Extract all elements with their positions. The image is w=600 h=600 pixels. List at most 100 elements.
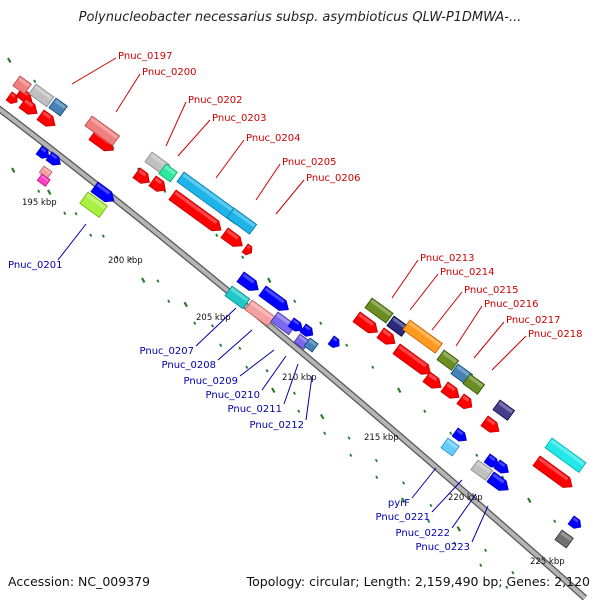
leader-line — [431, 291, 463, 331]
gene-feature — [241, 243, 253, 256]
gene-label-forward: Pnuc_0203 — [212, 113, 266, 124]
leader-line — [217, 329, 253, 361]
gene-feature — [36, 173, 51, 187]
gene-feature — [492, 399, 516, 421]
gene-label-reverse: Pnuc_0223 — [416, 542, 470, 553]
tick-mark — [349, 453, 353, 457]
leader-line — [455, 305, 483, 347]
gene-feature — [224, 285, 251, 310]
tick-mark — [47, 189, 52, 196]
leader-line — [165, 101, 187, 147]
tick-mark — [320, 413, 325, 420]
tick-label: 220 kbp — [448, 493, 483, 503]
gene-feature — [440, 437, 460, 457]
tick-mark — [501, 475, 505, 479]
tick-mark — [505, 585, 509, 589]
tick-mark — [479, 563, 483, 567]
tick-mark — [241, 255, 245, 259]
leader-line — [491, 335, 527, 371]
gene-feature — [168, 189, 222, 232]
tick-mark — [375, 475, 379, 479]
tick-mark — [427, 519, 431, 523]
gene-features — [5, 75, 587, 549]
gene-feature — [244, 299, 276, 327]
gene-label-reverse: Pnuc_0208 — [162, 360, 216, 371]
backbone — [0, 105, 588, 600]
gene-feature — [392, 343, 431, 375]
leader-line — [239, 349, 275, 377]
leader-line — [431, 479, 463, 513]
gene-feature — [287, 317, 303, 332]
gene-labels: Pnuc_0197Pnuc_0200Pnuc_0202Pnuc_0203Pnuc… — [8, 51, 582, 553]
gene-feature — [386, 315, 410, 337]
tick-mark — [345, 343, 349, 347]
gene-feature — [486, 471, 509, 491]
tick-label: 195 kbp — [22, 198, 57, 208]
tick-mark — [141, 277, 146, 284]
leader-line — [177, 119, 211, 157]
gene-feature — [364, 297, 394, 324]
gene-feature — [554, 529, 574, 549]
gene-label-reverse: Pnuc_0201 — [8, 260, 62, 271]
gene-feature — [132, 167, 150, 184]
tick-label: 205 kbp — [196, 313, 231, 323]
tick-mark — [323, 431, 327, 435]
tick-mark — [74, 211, 78, 216]
leader-line — [283, 363, 299, 405]
gene-feature — [493, 459, 509, 474]
gene-feature — [303, 337, 319, 353]
leader-line — [391, 259, 419, 299]
tick-mark — [115, 255, 119, 259]
gene-feature — [402, 319, 443, 354]
tick-mark — [484, 548, 488, 553]
tick-mark — [89, 233, 93, 237]
gene-label-reverse: Pnuc_0222 — [396, 528, 450, 539]
gene-label-reverse: Pnuc_0211 — [228, 404, 282, 415]
gene-feature — [84, 115, 121, 147]
gene-label-forward: Pnuc_0204 — [246, 133, 300, 144]
tick-mark — [267, 277, 272, 284]
gene-label-forward: Pnuc_0206 — [306, 173, 360, 184]
leader-line — [57, 223, 87, 261]
tick-mark — [397, 387, 402, 394]
leader-line — [115, 73, 141, 113]
gene-feature — [90, 181, 115, 203]
gene-feature — [352, 311, 379, 334]
gene-feature — [5, 91, 18, 105]
tick-mark — [101, 234, 105, 238]
gene-label-forward: Pnuc_0200 — [142, 67, 196, 78]
gene-label-reverse: Pnuc_0221 — [376, 512, 430, 523]
accession-text: Accession: NC_009379 — [8, 574, 151, 589]
tick-mark — [402, 481, 406, 485]
gene-feature — [462, 373, 486, 395]
gene-feature — [35, 145, 50, 159]
gene-feature — [48, 97, 68, 117]
tick-mark — [347, 436, 351, 440]
gene-feature — [299, 323, 314, 337]
tick-label: 210 kbp — [282, 373, 317, 383]
tick-mark — [453, 541, 457, 545]
gene-feature — [258, 285, 289, 311]
tick-mark — [183, 301, 188, 308]
gene-feature — [544, 437, 587, 473]
tick-mark — [401, 497, 406, 504]
gene-feature — [28, 83, 55, 108]
leader-line — [471, 505, 489, 543]
tick-mark — [193, 321, 197, 325]
tick-mark — [292, 391, 296, 395]
gene-label-forward: Pnuc_0216 — [484, 299, 538, 310]
leader-line — [473, 321, 505, 359]
tick-mark — [371, 365, 375, 369]
tick-mark — [423, 409, 427, 413]
gene-feature — [45, 151, 61, 166]
gene-feature — [567, 515, 582, 529]
gene-feature — [456, 393, 473, 410]
tick-label: 215 kbp — [364, 433, 399, 443]
gene-feature — [12, 75, 32, 95]
tick-mark — [449, 431, 453, 435]
tick-mark — [374, 458, 378, 463]
tick-mark — [11, 167, 16, 174]
gene-feature — [36, 109, 56, 127]
